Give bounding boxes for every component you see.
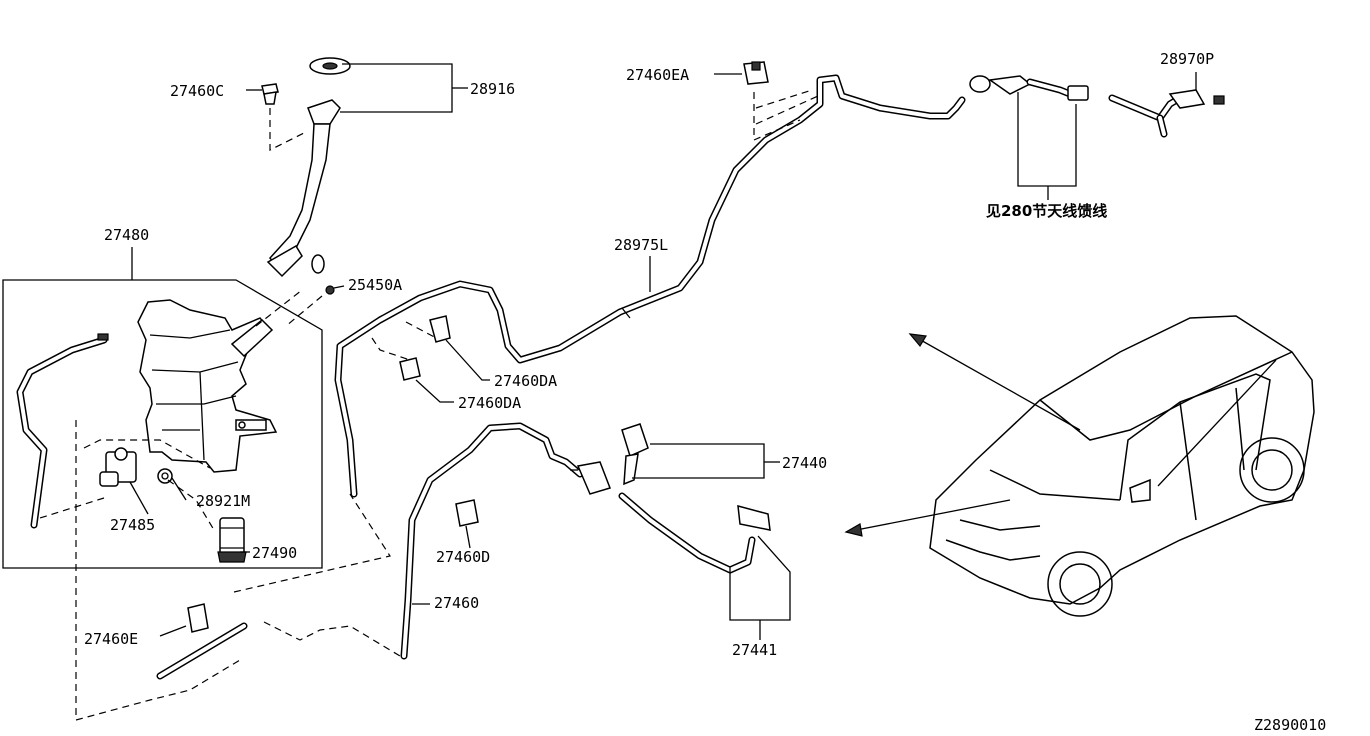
washer-hoses (75, 74, 1184, 721)
label-27460D: 27460D (436, 548, 490, 566)
label-28916: 28916 (470, 80, 515, 98)
label-28921M: 28921M (196, 492, 250, 510)
label-27460DA-upper: 27460DA (494, 372, 557, 390)
label-27485: 27485 (110, 516, 155, 534)
label-25450A: 25450A (348, 276, 402, 294)
label-27460E: 27460E (84, 630, 138, 648)
reference-note: 见280节天线馈线 (986, 202, 1107, 220)
diagram-code: Z2890010 (1254, 716, 1326, 734)
clips-and-connectors (159, 61, 1225, 640)
label-27460DA-lower: 27460DA (458, 394, 521, 412)
part-labels: 27460C 28916 27480 25450A 28921M 27485 2… (84, 50, 1326, 734)
label-27460C: 27460C (170, 82, 224, 100)
label-27480: 27480 (104, 226, 149, 244)
label-28975L: 28975L (614, 236, 668, 254)
filler-neck-group (246, 57, 468, 327)
label-27460EA: 27460EA (626, 66, 689, 84)
label-27460: 27460 (434, 594, 479, 612)
label-27490: 27490 (252, 544, 297, 562)
reservoir-assembly (2, 247, 323, 569)
label-27440: 27440 (782, 454, 827, 472)
vehicle-illustration (844, 315, 1315, 617)
label-27441: 27441 (732, 641, 777, 659)
label-28970P: 28970P (1160, 50, 1214, 68)
